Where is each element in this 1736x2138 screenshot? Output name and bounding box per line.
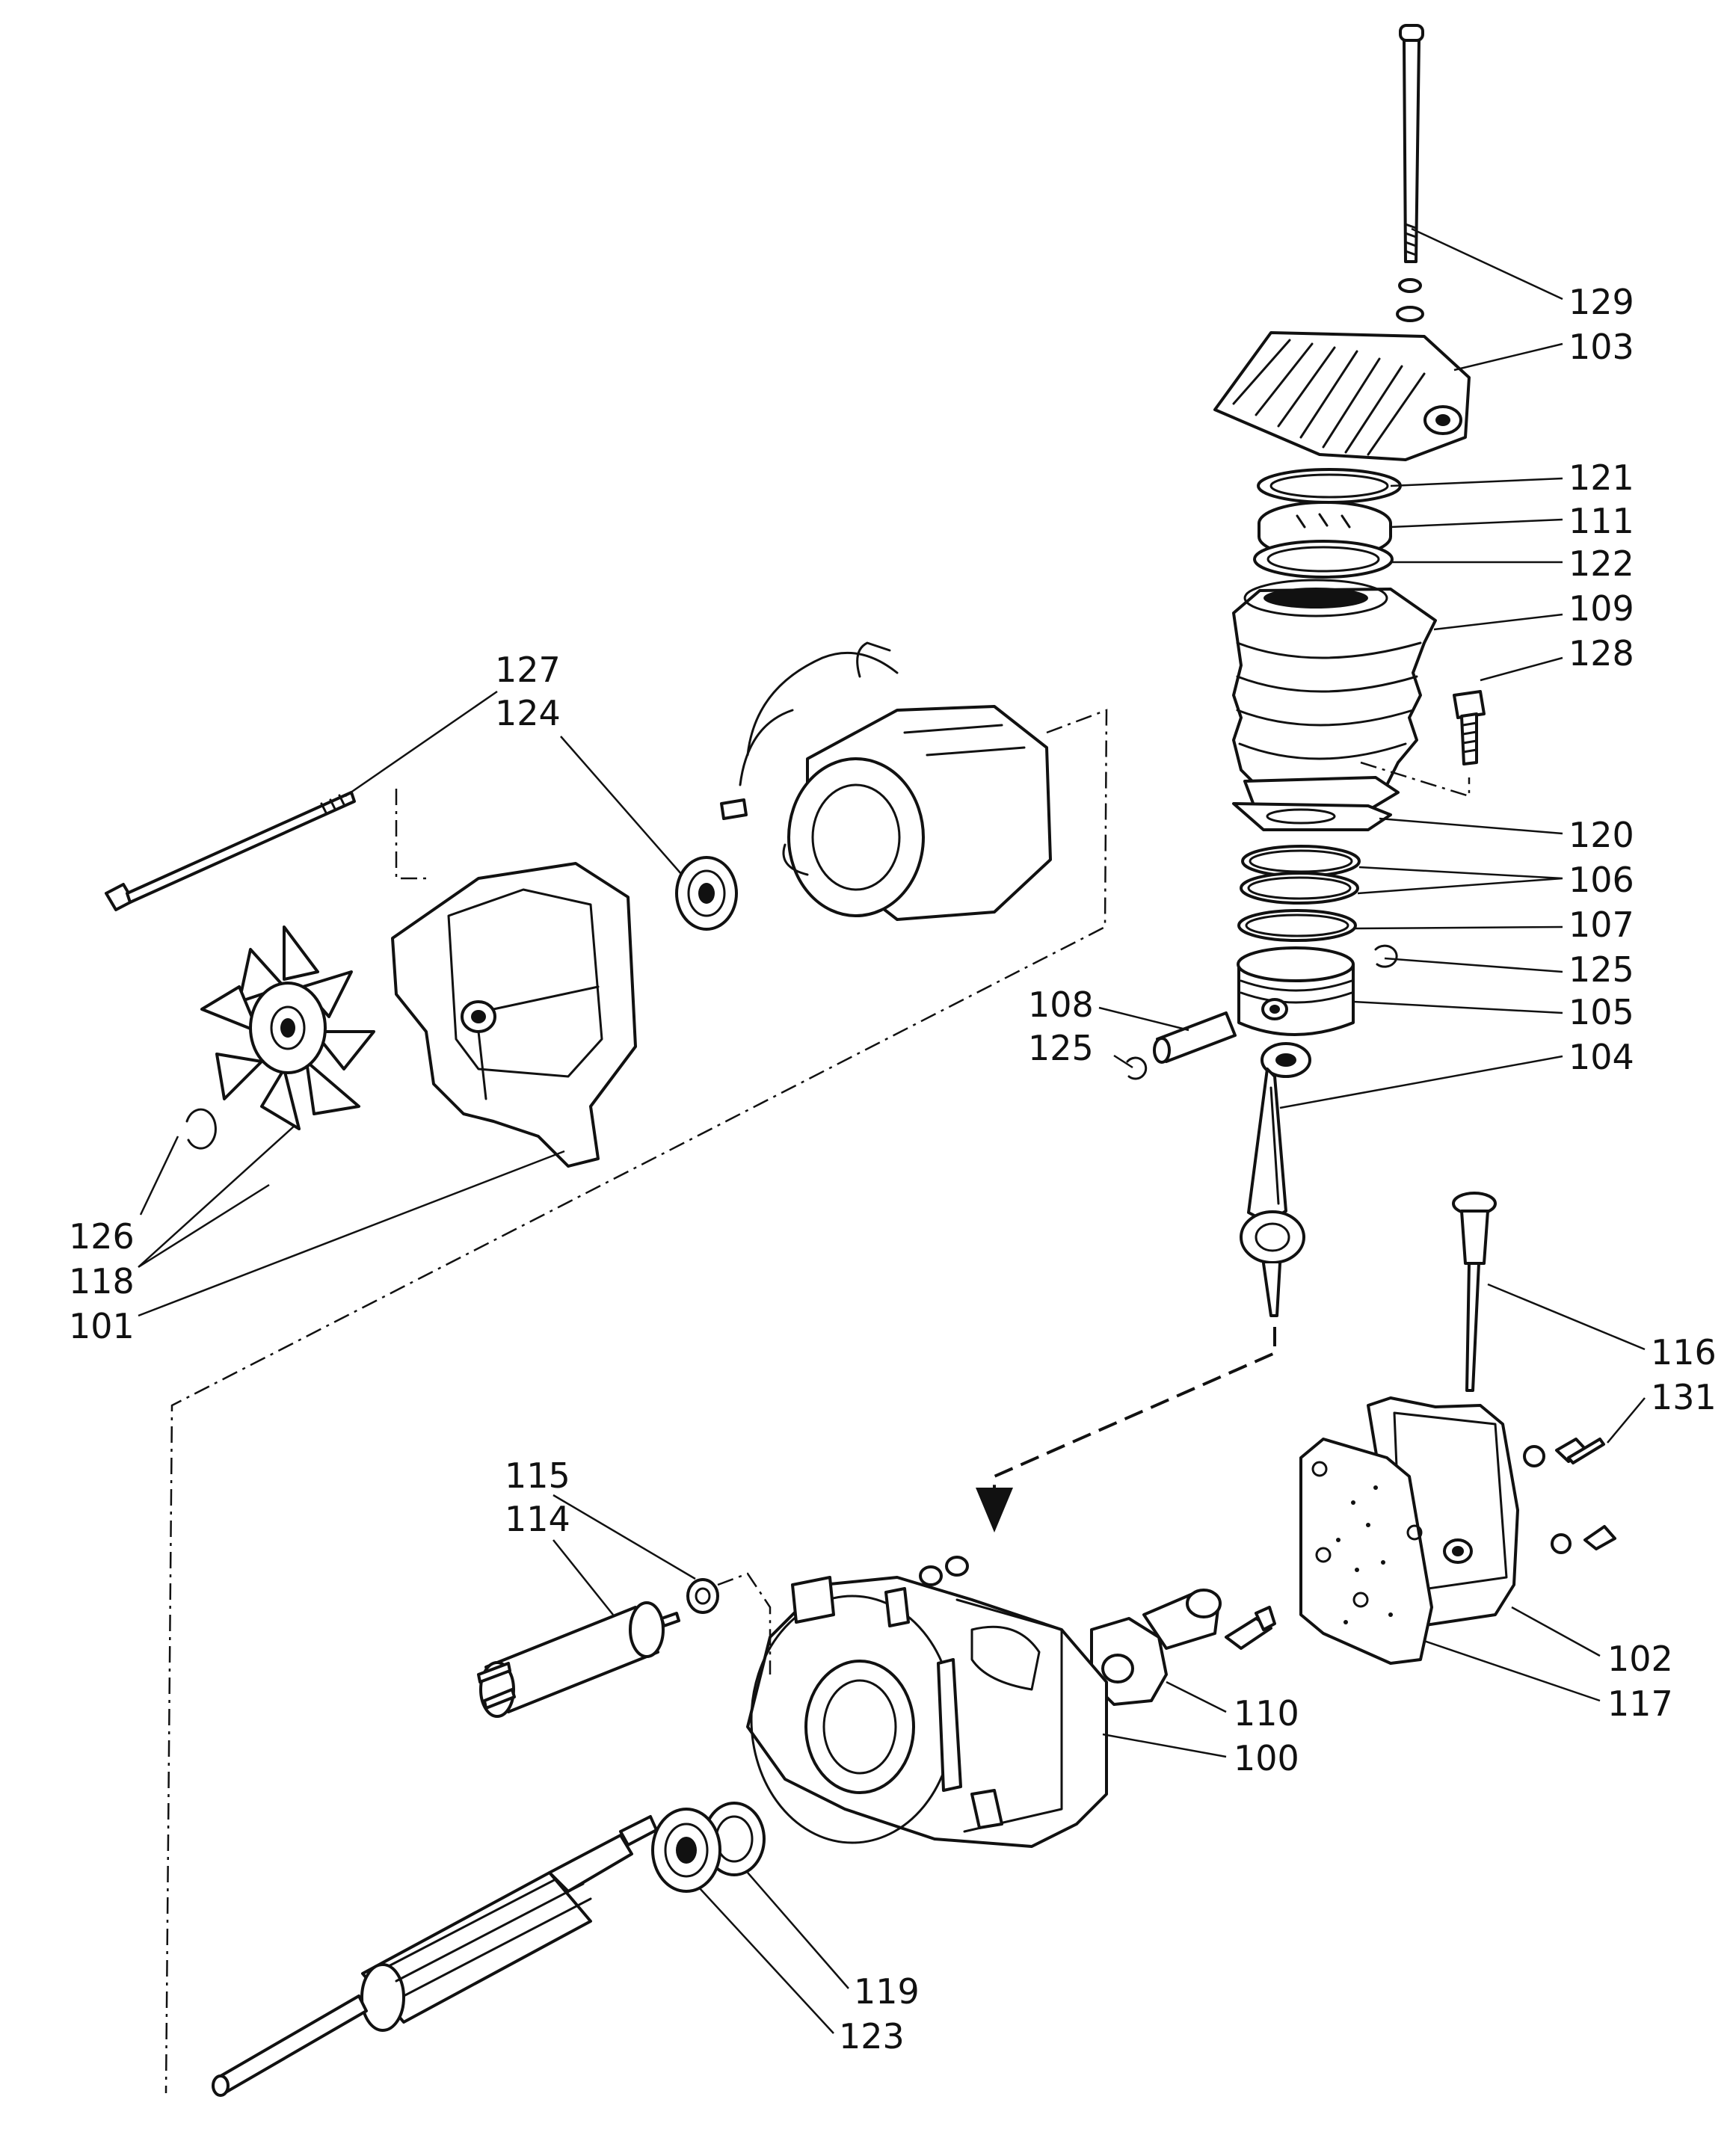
callout-105: 105 bbox=[1569, 992, 1634, 1032]
rotor-armature bbox=[212, 1815, 658, 2097]
callout-102: 102 bbox=[1607, 1639, 1673, 1679]
part-115-nut bbox=[686, 1578, 719, 1614]
callout-127: 127 bbox=[495, 650, 561, 690]
callout-100: 100 bbox=[1234, 1738, 1299, 1778]
callout-123: 123 bbox=[839, 2016, 905, 2057]
callout-107: 107 bbox=[1569, 905, 1634, 945]
callout-122: 122 bbox=[1569, 543, 1634, 584]
part-123-ball-bearing bbox=[651, 1808, 721, 1893]
part-125-circlip-right bbox=[1374, 944, 1398, 968]
callout-117: 117 bbox=[1607, 1683, 1673, 1724]
leader-lines bbox=[138, 227, 1646, 2034]
callout-103: 103 bbox=[1569, 327, 1634, 367]
callout-111: 111 bbox=[1569, 501, 1634, 541]
callout-124: 124 bbox=[495, 693, 561, 733]
assembly-guide-lines bbox=[164, 709, 1471, 2094]
part-110-crank-eccentric bbox=[1090, 1589, 1276, 1706]
part-121-head-gasket bbox=[1257, 468, 1402, 504]
part-125-circlip-left bbox=[1126, 1056, 1148, 1080]
part-124-ball-bearing bbox=[675, 856, 738, 931]
callout-116: 116 bbox=[1651, 1332, 1717, 1373]
part-118-fan bbox=[200, 925, 375, 1130]
callout-101: 101 bbox=[69, 1306, 135, 1346]
callout-110: 110 bbox=[1234, 1693, 1299, 1734]
part-122-cylinder-gasket bbox=[1253, 540, 1394, 579]
callout-118: 118 bbox=[69, 1261, 135, 1301]
callout-129: 129 bbox=[1569, 282, 1634, 322]
callout-106: 106 bbox=[1569, 860, 1634, 900]
part-129-cylinder-bolt bbox=[1396, 24, 1424, 322]
callout-125: 125 bbox=[1569, 949, 1634, 990]
part-127-through-bolt bbox=[105, 791, 356, 911]
motor-stator bbox=[720, 641, 1052, 921]
part-116-oil-dipstick bbox=[1452, 1192, 1497, 1392]
callout-109: 109 bbox=[1569, 588, 1634, 629]
callout-108: 108 bbox=[1028, 985, 1094, 1025]
part-105-piston bbox=[1237, 946, 1355, 1036]
part-131-cover-screws bbox=[1523, 1438, 1616, 1554]
callout-120: 120 bbox=[1569, 815, 1634, 855]
callout-131: 131 bbox=[1651, 1377, 1717, 1417]
part-103-cylinder-head bbox=[1213, 331, 1471, 461]
callout-119: 119 bbox=[854, 1971, 920, 2012]
part-117-cover-gasket bbox=[1299, 1438, 1433, 1665]
part-114-capacitor bbox=[477, 1601, 680, 1718]
callout-104: 104 bbox=[1569, 1037, 1634, 1077]
callout-labels: 129 103 121 111 122 109 128 127 124 120 … bbox=[69, 282, 1717, 2057]
callout-128: 128 bbox=[1569, 633, 1634, 674]
callout-115: 115 bbox=[505, 1455, 570, 1496]
callout-126: 126 bbox=[69, 1216, 135, 1257]
part-120-base-gasket bbox=[1232, 802, 1392, 831]
part-106-107-piston-rings bbox=[1237, 845, 1361, 942]
callout-114: 114 bbox=[505, 1499, 570, 1539]
part-109-cylinder bbox=[1232, 579, 1437, 816]
callout-121: 121 bbox=[1569, 458, 1634, 498]
part-100-crankcase-housing bbox=[746, 1556, 1108, 1848]
part-128-cylinder-screw bbox=[1453, 690, 1486, 765]
part-101-fan-cover bbox=[391, 862, 637, 1168]
part-104-connecting-rod bbox=[1240, 1042, 1311, 1317]
part-108-piston-pin bbox=[1153, 1011, 1237, 1064]
part-126-circlip bbox=[185, 1108, 217, 1150]
callout-125: 125 bbox=[1028, 1028, 1094, 1068]
